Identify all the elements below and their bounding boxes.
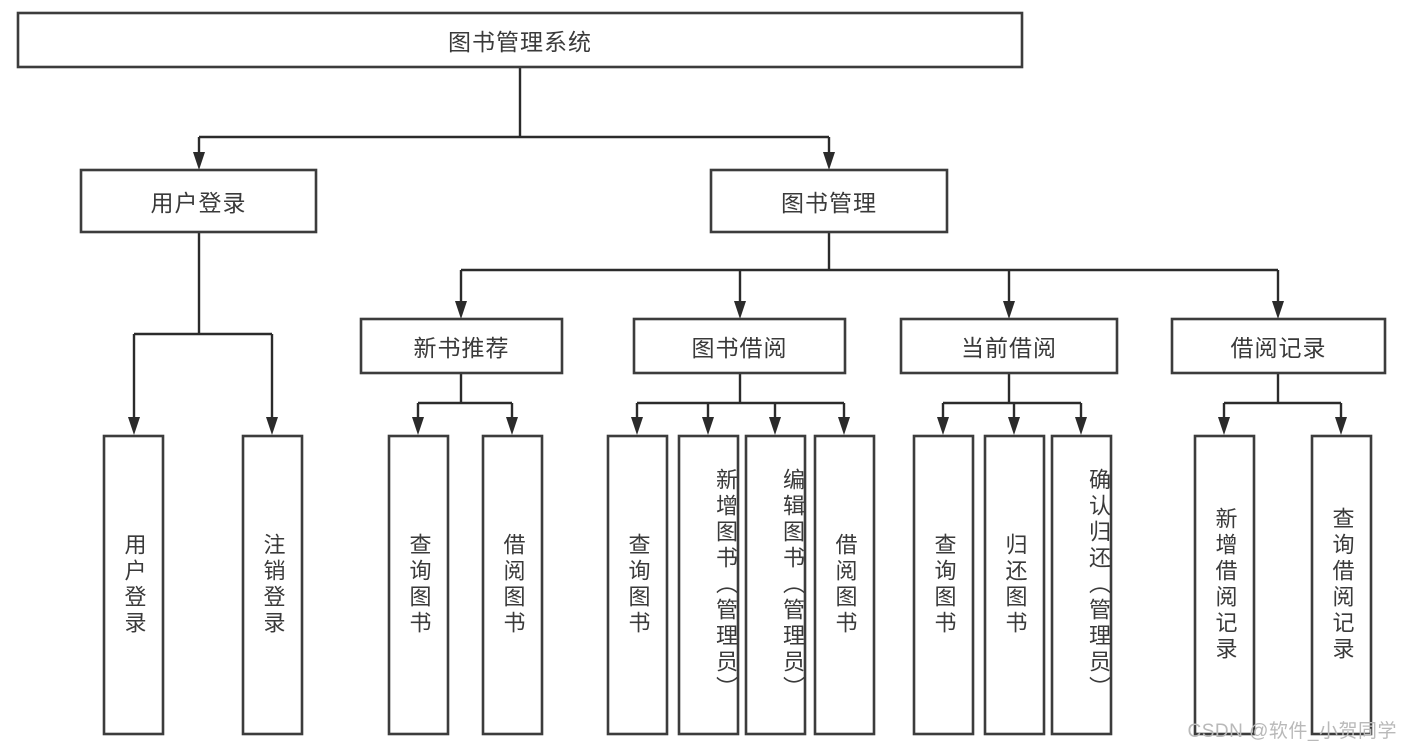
connector-newbook-to-leaves xyxy=(412,373,518,435)
leaf-box[interactable] xyxy=(813,434,876,736)
node-root[interactable] xyxy=(16,11,1024,69)
node-new-book-recommend[interactable] xyxy=(359,317,564,375)
leaf-box[interactable] xyxy=(983,434,1046,736)
leaf-box[interactable] xyxy=(912,434,975,736)
node-borrow-records[interactable] xyxy=(1170,317,1387,375)
leaf-box[interactable] xyxy=(1310,434,1373,736)
connector-userlogin-to-leaves xyxy=(128,232,278,435)
node-book-borrow[interactable] xyxy=(632,317,847,375)
arrowhead-to-book-manage xyxy=(823,152,835,170)
leaf-box[interactable] xyxy=(241,434,304,736)
connector-records-to-leaves xyxy=(1218,373,1347,435)
connector-bookmanage-to-level2 xyxy=(455,232,1284,319)
leaf-box[interactable] xyxy=(481,434,544,736)
leaf-box[interactable] xyxy=(102,434,165,736)
arrowhead-to-user-login xyxy=(193,152,205,170)
watermark-text: CSDN @软件_小贺同学 xyxy=(1187,721,1397,742)
leaf-box[interactable] xyxy=(606,434,669,736)
connector-borrow-to-leaves xyxy=(631,373,850,435)
leaf-box[interactable] xyxy=(387,434,450,736)
leaf-box[interactable] xyxy=(1050,434,1113,736)
leaf-box[interactable] xyxy=(1193,434,1256,736)
leaf-box[interactable] xyxy=(744,434,807,736)
connector-root-to-level1 xyxy=(193,67,835,170)
node-book-manage[interactable] xyxy=(709,168,949,234)
node-current-borrow[interactable] xyxy=(899,317,1119,375)
connector-current-to-leaves xyxy=(937,373,1087,435)
node-user-login[interactable] xyxy=(79,168,318,234)
leaf-box[interactable] xyxy=(677,434,740,736)
